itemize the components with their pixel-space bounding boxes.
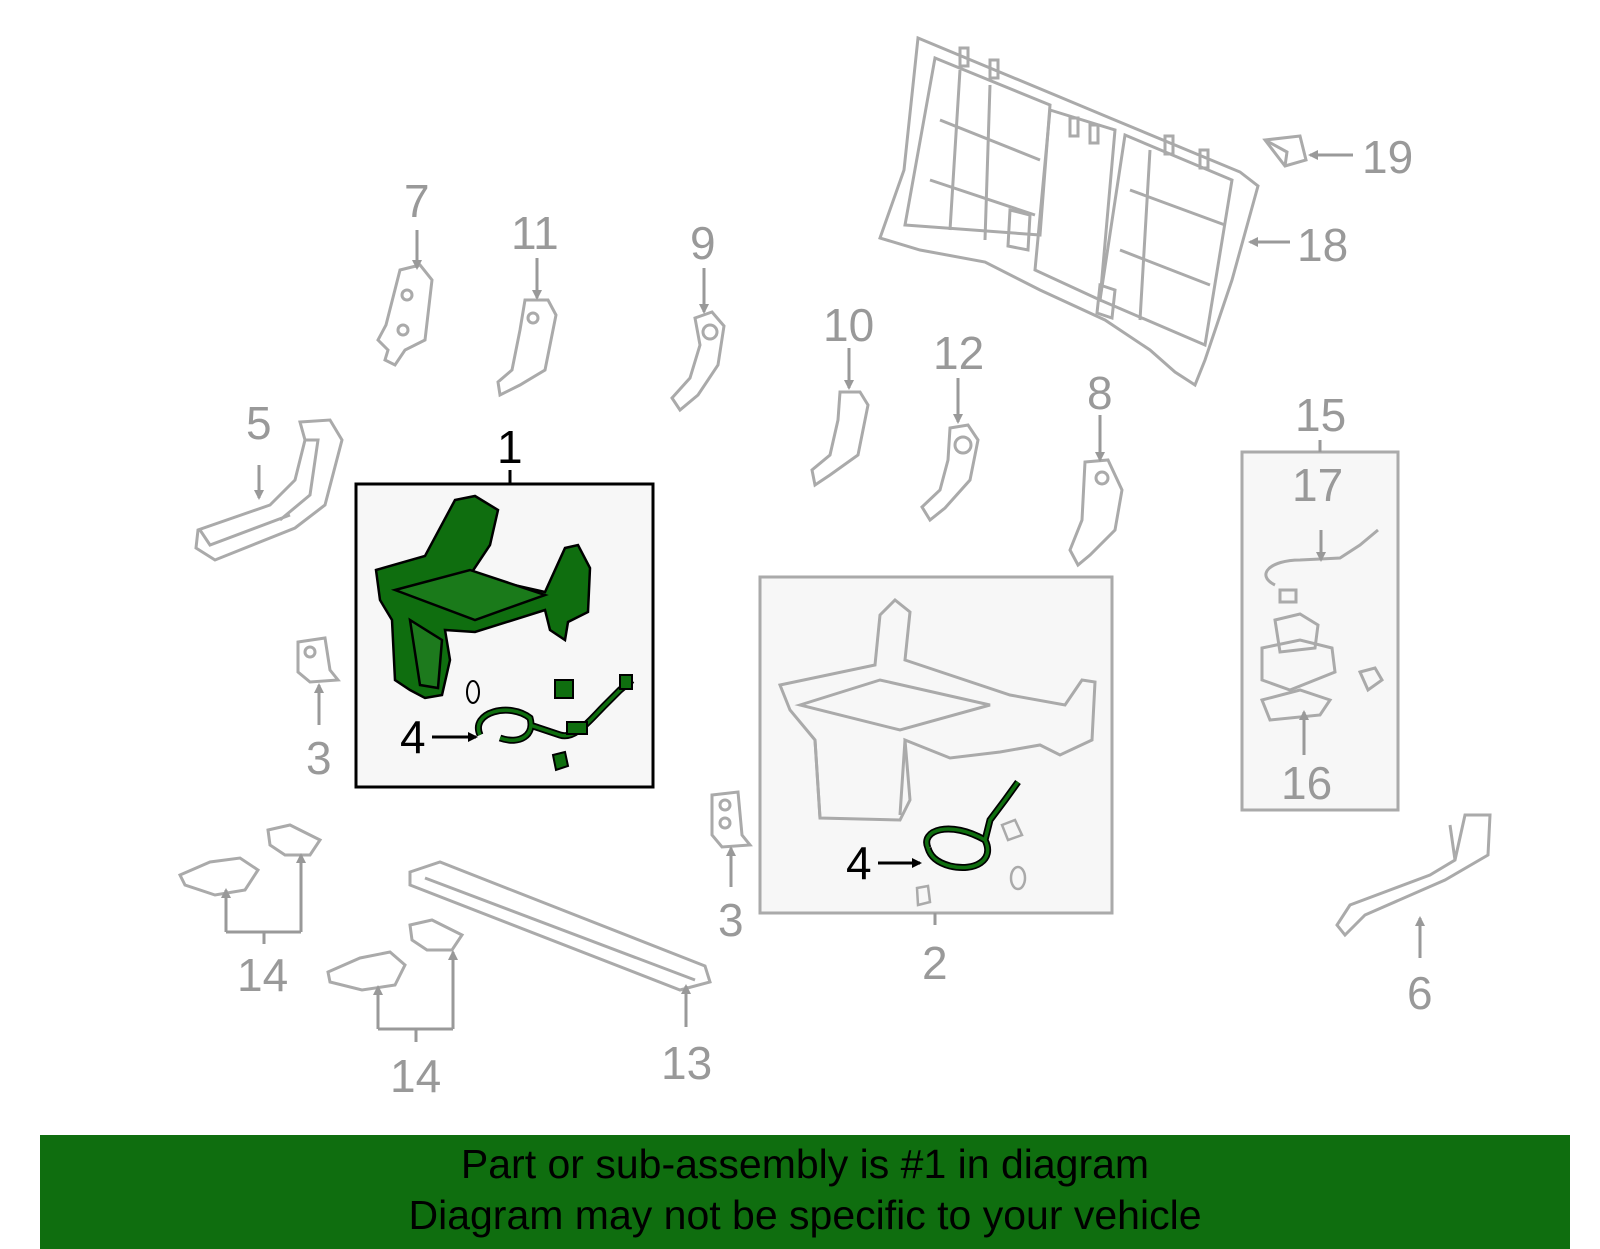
callout-6: 6 (1407, 967, 1433, 1019)
callout-13: 13 (661, 1037, 713, 1089)
callout-12: 12 (933, 327, 985, 379)
bracket-part-9 (670, 310, 726, 413)
bracket-part-7 (376, 263, 434, 367)
bracket-part-12 (920, 423, 980, 523)
callout-11: 11 (511, 207, 559, 259)
callout-17: 17 (1292, 459, 1344, 511)
callout-2: 2 (922, 937, 948, 989)
bracket-pair-part-14-top (177, 823, 323, 897)
callout-5: 5 (246, 397, 272, 449)
rail-part-13 (408, 860, 712, 992)
cover-part-6 (1335, 813, 1492, 938)
bracket-pair-part-14-bottom (326, 918, 465, 992)
part-15-box (1240, 450, 1400, 812)
callout-9: 9 (690, 217, 716, 269)
callout-14-bottom: 14 (390, 1050, 442, 1102)
bracket-part-8 (1068, 458, 1124, 568)
callout-15: 15 (1295, 389, 1347, 441)
banner-line-2: Diagram may not be specific to your vehi… (408, 1192, 1202, 1238)
callout-19: 19 (1362, 131, 1414, 183)
callout-14-top: 14 (237, 949, 289, 1001)
leader-lines-dark (432, 470, 922, 868)
info-banner: Part or sub-assembly is #1 in diagram Di… (40, 1135, 1570, 1249)
clip-part-19 (1262, 134, 1308, 168)
bracket-part-3-right (710, 790, 753, 849)
bracket-part-3-left (296, 636, 341, 684)
info-banner-background (40, 1135, 1570, 1249)
callout-8: 8 (1087, 367, 1113, 419)
latch-assembly-part-15 (1259, 528, 1384, 722)
cover-part-5 (194, 418, 344, 562)
callout-4-right: 4 (846, 837, 872, 889)
leader-lines (221, 150, 1425, 1042)
seat-back-frame (878, 35, 1260, 388)
wire-harness-part-4-fill (924, 780, 1020, 870)
seat-cushion-frame-highlighted (374, 494, 592, 700)
callout-18: 18 (1297, 219, 1349, 271)
callout-1: 1 (497, 421, 523, 473)
callout-4-left: 4 (400, 711, 426, 763)
callout-7: 7 (404, 175, 430, 227)
harness-hardware-part-2 (915, 818, 1027, 907)
seat-cushion-frame-part-2 (777, 597, 1097, 822)
bracket-part-11 (496, 298, 558, 398)
callout-3-left: 3 (306, 732, 332, 784)
banner-line-1: Part or sub-assembly is #1 in diagram (460, 1141, 1150, 1187)
bracket-part-10 (810, 390, 870, 488)
callout-3-right: 3 (718, 894, 744, 946)
callout-16: 16 (1281, 757, 1333, 809)
harness-hardware-highlighted (466, 674, 633, 772)
callout-10: 10 (823, 299, 875, 351)
